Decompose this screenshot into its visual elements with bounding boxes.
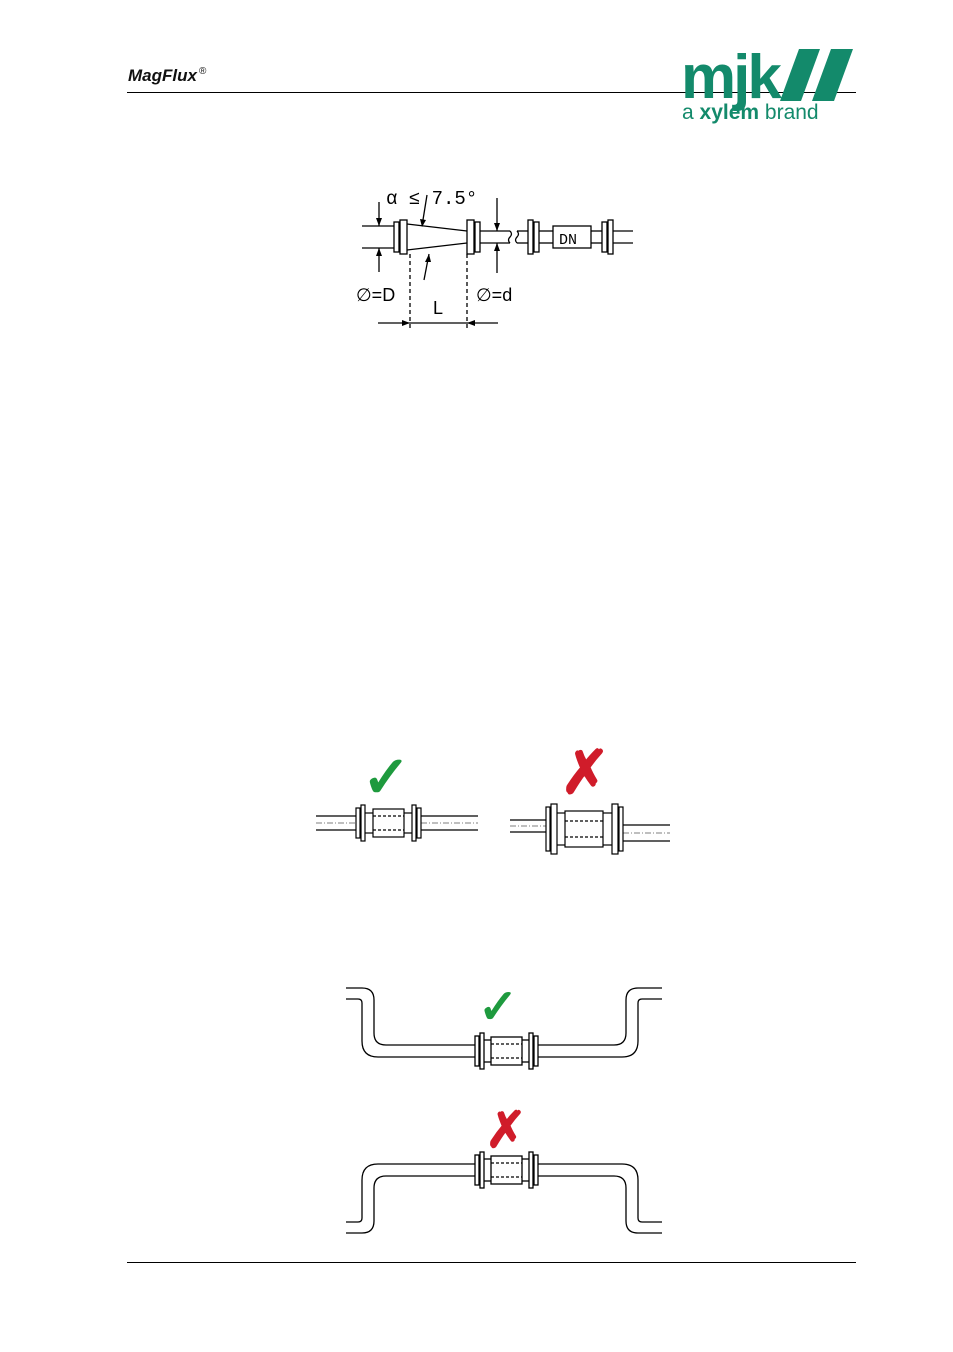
length-label: L — [433, 298, 443, 318]
brand-tagline: a xylem brand — [682, 101, 819, 125]
product-name-part1: Mag — [128, 66, 162, 85]
brand-slash-1 — [780, 49, 820, 101]
tagline-brand: xylem — [700, 101, 760, 124]
tagline-prefix: a — [682, 101, 700, 124]
alignment-diagram: ✓ ✗ — [310, 735, 680, 860]
alignment-incorrect-mark: ✗ — [560, 739, 610, 806]
tagline-suffix: brand — [759, 101, 819, 124]
diameter-large-label: ∅=D — [356, 285, 395, 305]
brand-slash-2 — [812, 49, 853, 101]
alignment-correct-mark: ✓ — [362, 745, 411, 810]
footer-rule — [127, 1262, 856, 1263]
elevation-diagram: ✓ ✗ — [340, 975, 670, 1245]
aligned-meter — [316, 805, 478, 841]
angle-label: α ≤ 7.5° — [386, 188, 477, 210]
misaligned-meter — [510, 804, 670, 854]
elevation-correct-mark: ✓ — [478, 981, 518, 1034]
diameter-small-label: ∅=d — [476, 285, 512, 305]
high-point-pipe — [346, 1152, 662, 1233]
meter-label: DN — [559, 232, 577, 249]
product-logo: MagFlux® — [128, 66, 206, 86]
elevation-incorrect-mark: ✗ — [485, 1102, 527, 1158]
reducer-diagram: α ≤ 7.5° ∅=D ∅=d L DN — [350, 180, 650, 340]
registered-mark: ® — [199, 66, 206, 77]
product-name-part2: Flux — [162, 66, 197, 85]
